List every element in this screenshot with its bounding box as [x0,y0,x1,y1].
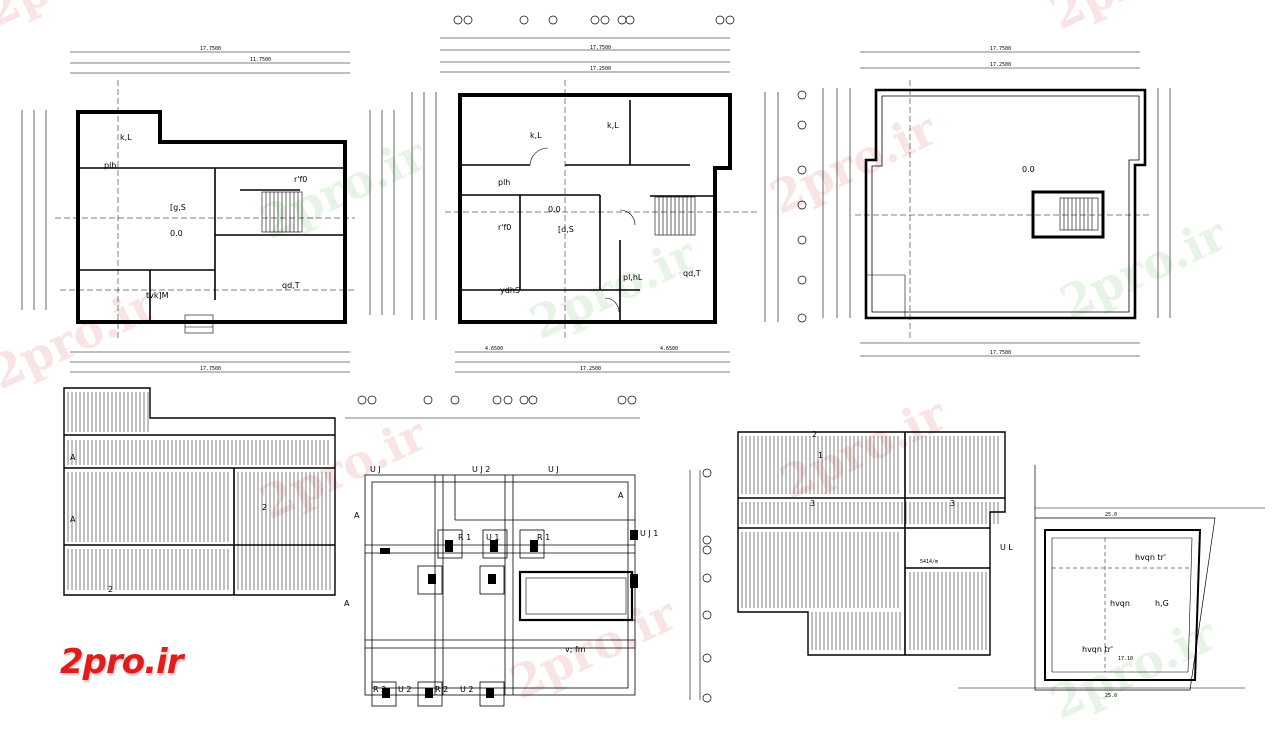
room-label: plh [498,178,510,187]
dim-text: 5414/m [920,559,938,565]
room-label: hvqn tr' [1082,645,1113,654]
section-mark: 3 [810,499,815,508]
slab-plan-2 [737,431,1006,656]
room-label: [g,S [170,203,186,212]
slab-plan-1-labels: A A 2 2 [70,453,267,594]
dim-text: 17.2500 [990,62,1011,68]
room-label: ydhS [500,286,520,295]
dim-text: 11.7500 [250,57,271,63]
roof-plan [822,51,1171,357]
room-label: k,L [607,121,619,130]
dim-text: 17.10 [1118,656,1133,662]
section-mark: A [70,453,76,462]
room-label: tvk]M [146,291,169,300]
svg-text:2pro.ir: 2pro.ir [1042,0,1225,40]
dim-text: 17.2500 [590,66,611,72]
floor-plan-1-labels: k,L plh [g,S 0.0 r'f0 qd,T tvk]M 17.7500… [104,46,307,372]
section-mark: A [618,491,624,500]
dim-text: 17.7500 [990,46,1011,52]
svg-text:2pro.ir: 2pro.ir [0,0,160,38]
roof-plan-labels: 0.0 17.7500 17.2500 17.7500 [990,46,1035,356]
room-label: k,L [530,131,542,140]
footing-label: R 1 [458,533,471,542]
dim-text: 17.7500 [990,350,1011,356]
level-mark: 0.0 [548,205,561,214]
room-label: qd,T [683,269,701,278]
section-mark: A [344,599,350,608]
footing-label: U 1 [486,533,500,542]
level-mark: 0.0 [1022,165,1035,174]
footing-label: R 2 [435,685,448,694]
dim-text: 4.6500 [660,346,678,352]
room-label: k,L [120,133,132,142]
section-mark: 1 [818,451,823,460]
footing-label: v; fm [565,645,586,654]
footing-label: U J [370,465,381,474]
site-plan-labels: hvqn tr' hvqn h,G hvqn tr' 25.0 25.0 17.… [1082,512,1169,699]
site-logo[interactable]: 2pro.ir [60,642,183,682]
dim-text: 25.0 [1105,693,1117,699]
footing-label: U J [548,465,559,474]
footing-label: U 2 [460,685,474,694]
svg-text:2pro.ir: 2pro.ir [522,226,705,350]
floor-plan-2-labels: k,L k,L plh r'f0 [d,S 0.0 ydhS pl,hL qd,… [485,45,701,372]
room-label: plh [104,161,116,170]
foundation-plan-labels: U J U J 2 U J R 1 U 1 R 1 U J 1 v; fm R … [344,465,658,694]
dim-text: 17.7500 [200,366,221,372]
section-mark: 2 [108,585,113,594]
foundation-plan [345,395,712,707]
level-mark: 0.0 [170,229,183,238]
room-label: r'f0 [294,175,307,184]
dim-text: 17.2500 [580,366,601,372]
section-mark: 3 [950,499,955,508]
room-label: r'f0 [498,223,511,232]
dim-text: 25.0 [1105,512,1117,518]
dim-text: 4.6500 [485,346,503,352]
svg-text:2pro.ir: 2pro.ir [762,101,945,225]
site-plan [958,465,1265,691]
section-mark: U L [1000,543,1013,552]
svg-text:2pro.ir: 2pro.ir [1052,206,1235,330]
section-mark: 2 [812,430,817,439]
dim-text: 17.7500 [200,46,221,52]
dim-text: 17.7500 [590,45,611,51]
footing-label: U J 1 [640,529,658,538]
floor-plan-1 [21,51,395,373]
room-label: [d,S [558,225,574,234]
section-mark: 2 [262,503,267,512]
room-label: pl,hL [623,273,643,282]
section-mark: A [354,511,360,520]
slab-plan-2-labels: 3 3 2 1 U L 5414/m [810,430,1013,565]
section-mark: A [70,515,76,524]
floor-plan-2 [411,15,807,373]
room-label: hvqn tr' [1135,553,1166,562]
slab-plan-1 [63,387,336,596]
svg-text:2pro.ir: 2pro.ir [0,276,165,400]
footing-label: U 2 [398,685,412,694]
footing-label: R 2 [373,685,386,694]
footing-label: R 1 [537,533,550,542]
room-label: hvqn [1110,599,1130,608]
room-label: h,G [1155,599,1169,608]
room-label: qd,T [282,281,300,290]
footing-label: U J 2 [472,465,490,474]
svg-text:2pro.ir: 2pro.ir [772,386,955,510]
